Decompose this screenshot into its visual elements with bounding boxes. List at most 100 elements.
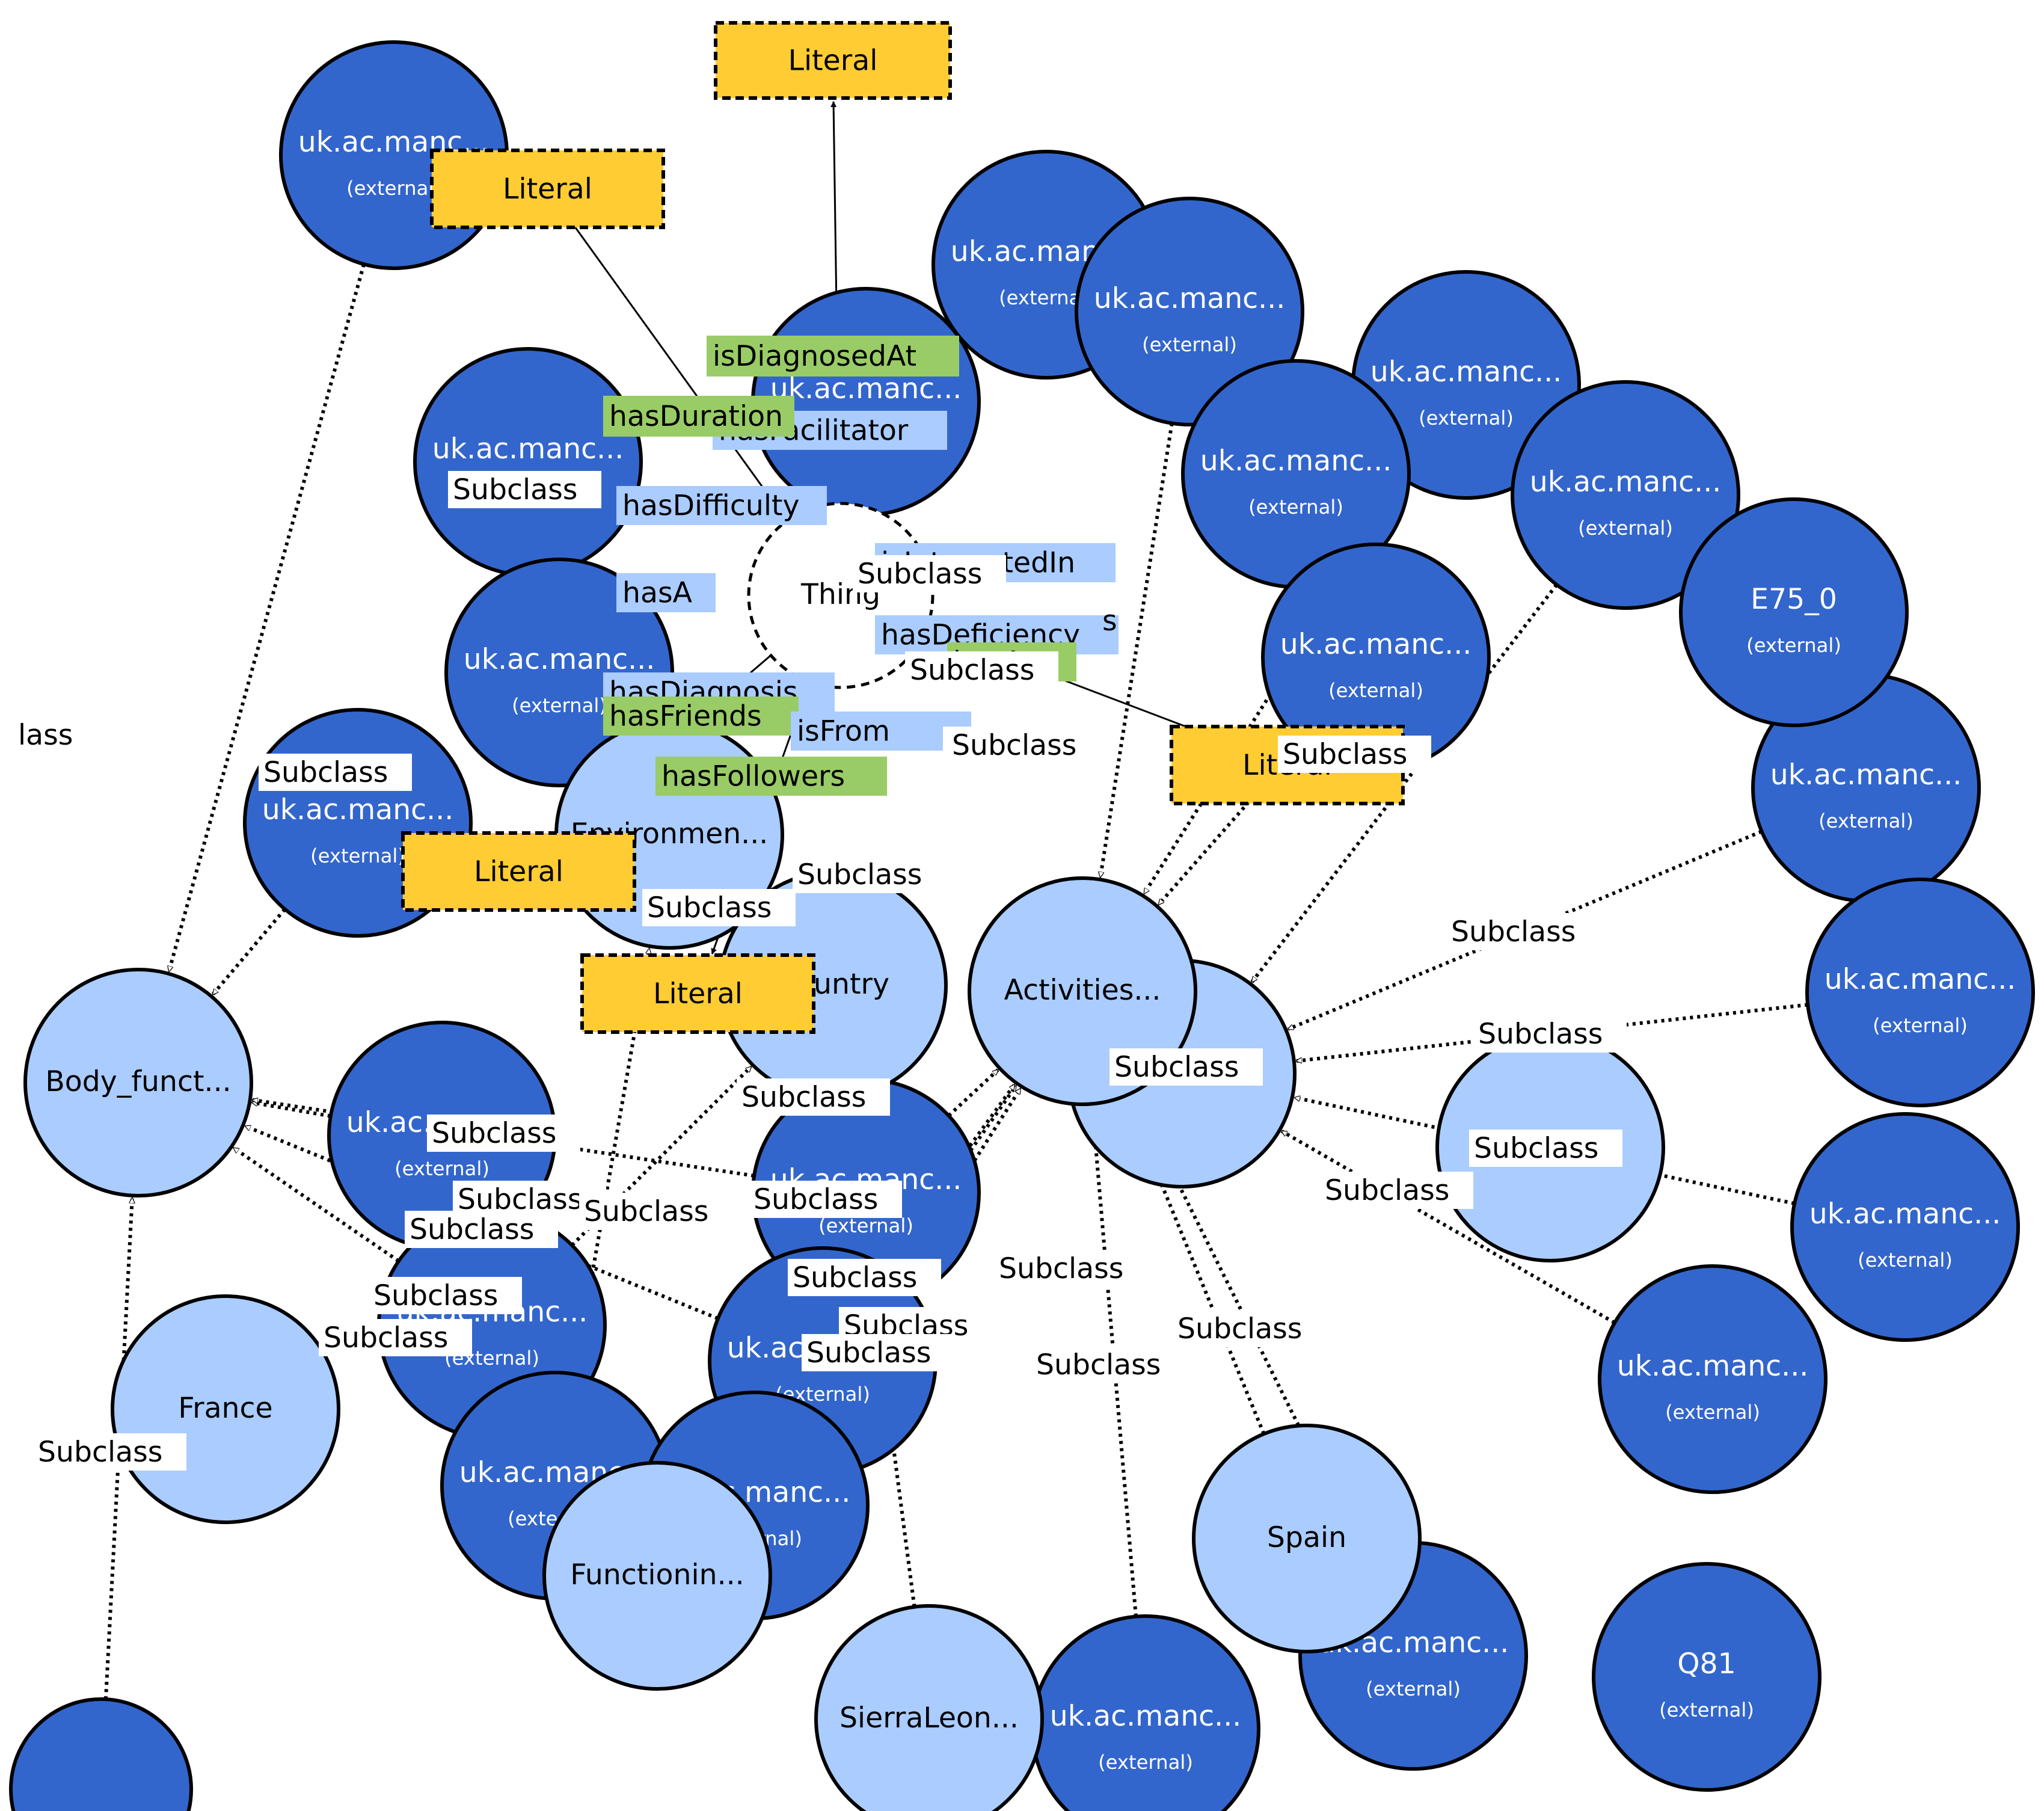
subclass-label-15: Subclass — [749, 1181, 902, 1218]
node-label: France — [178, 1392, 272, 1425]
subclass-label-bg — [1031, 1346, 1185, 1383]
subclass-label-bg — [1469, 1130, 1622, 1167]
node-sublabel: (external) — [394, 1157, 490, 1180]
node-lit_top[interactable]: Literal — [714, 21, 952, 100]
subclass-label-bg — [947, 727, 1100, 764]
node-ext_arc2[interactable]: uk.ac.manc...(external) — [1351, 270, 1581, 500]
node-label: uk.ac.manc... — [1050, 1700, 1242, 1733]
subclass-label-text: Subclass — [793, 1261, 917, 1294]
subclass-label-bg — [749, 1181, 902, 1218]
subclass-edge-4 — [233, 1146, 400, 1263]
subclass-label-bg — [579, 1193, 732, 1230]
node-label: uk.ac.manc... — [1530, 466, 1722, 499]
property-label-hasA[interactable]: hasA — [616, 573, 716, 612]
subclass-label-7: Subclass — [793, 856, 946, 893]
node-france[interactable]: France — [111, 1294, 340, 1524]
node-ext_arc6[interactable]: uk.ac.manc...(external) — [1751, 673, 1981, 903]
node-q81[interactable]: Q81 (external) — [1592, 1562, 1821, 1792]
subclass-label-10: Subclass — [1473, 1015, 1627, 1053]
subclass-label-text: Subclass — [1474, 1132, 1598, 1165]
node-sublabel: (external) — [1328, 679, 1423, 702]
subclass-label-text: Subclass — [373, 1279, 498, 1312]
node-lit_tl[interactable]: Literal — [430, 149, 665, 229]
node-lit_center[interactable]: Literal — [580, 953, 815, 1034]
subclass-label-bg — [1320, 1172, 1473, 1209]
subclass-label-11: Subclass — [1109, 1048, 1263, 1086]
subclass-label-bg — [642, 889, 796, 926]
node-sublabel: (external) — [310, 844, 405, 867]
node-e75[interactable]: E75_0(external) — [1679, 497, 1909, 727]
node-label: Activities... — [1004, 974, 1161, 1007]
subclass-label-text: Subclass — [410, 1213, 534, 1246]
property-label-text: isFrom — [797, 715, 890, 748]
node-activities[interactable]: Activities... — [968, 876, 1197, 1106]
subclass-label-6: Subclass — [259, 754, 412, 791]
subclass-label-26: Subclass — [1173, 1310, 1326, 1347]
node-label: Q81 — [1677, 1647, 1736, 1680]
property-label-text: hasA — [622, 577, 692, 610]
node-ext_left_mid[interactable]: uk.ac.manc...(external) — [413, 347, 643, 577]
subclass-label-text: Subclass — [753, 1183, 878, 1216]
node-ext_arc9[interactable]: uk.ac.manc...(external) — [1598, 1264, 1828, 1494]
node-lit_left[interactable]: Literal — [401, 831, 636, 912]
node-sublabel: (external) — [512, 694, 607, 717]
node-ext_arc3[interactable]: uk.ac.manc...(external) — [1181, 359, 1411, 589]
subclass-label-25: Subclass — [802, 1334, 955, 1371]
external-circle — [1592, 1562, 1821, 1792]
node-sublabel: (external) — [1142, 333, 1237, 356]
subclass-label-text: Subclass — [453, 473, 577, 506]
node-ext_bottom_mid[interactable]: uk.ac.manc...(external) — [1031, 1614, 1260, 1811]
node-ext_arc8[interactable]: uk.ac.manc...(external) — [1790, 1112, 2020, 1342]
subclass-label-bg — [33, 1433, 186, 1471]
node-sublabel: (external) — [1578, 517, 1673, 540]
property-label-hasFollowers[interactable]: hasFollowers — [655, 757, 887, 796]
subclass-label-bg — [788, 1259, 941, 1296]
property-label-bg — [616, 486, 827, 525]
subclass-label-text: Subclass — [952, 729, 1076, 762]
node-label: uk.ac.manc... — [1809, 1198, 2001, 1231]
subclass-label-22: Subclass — [319, 1319, 472, 1356]
class-circle — [814, 1604, 1044, 1811]
property-label-isDiagnosedAt[interactable]: isDiagnosedAt — [707, 336, 959, 377]
subclass-label-bg — [259, 754, 412, 791]
subclass-label-bg — [405, 1211, 558, 1248]
property-edge-2 — [571, 222, 788, 521]
subclass-label-20: Subclass — [788, 1259, 941, 1296]
node-sublabel: (external) — [1659, 1699, 1754, 1721]
node-body_funct[interactable]: Body_funct... — [23, 968, 253, 1198]
subclass-label-text: Subclass — [458, 1183, 582, 1216]
node-ext_arc7[interactable]: uk.ac.manc...(external) — [1805, 878, 2035, 1107]
subclass-edge-8 — [1100, 423, 1174, 878]
edge-label-layer: isDiagnosedAthasFacilitatorhasDurationha… — [18, 336, 1627, 1471]
subclass-label-text: Subclass — [647, 891, 772, 924]
subclass-label-bg — [793, 856, 946, 893]
property-label-hasFriends[interactable]: hasFriends — [603, 696, 799, 736]
node-ext_arc1[interactable]: uk.ac.manc... (external) — [1075, 197, 1304, 426]
node-label: uk.ac.manc... — [1094, 282, 1286, 315]
subclass-label-text: Subclass — [858, 558, 982, 591]
node-spain[interactable]: Spain — [1192, 1424, 1422, 1653]
subclass-edge-2 — [211, 908, 286, 996]
node-label: uk.ac.manc... — [464, 643, 655, 676]
subclass-label-text: Subclass — [797, 858, 922, 891]
node-sublabel: (external) — [1366, 1677, 1461, 1700]
class-circle — [1192, 1424, 1422, 1653]
node-label: uk.ac.manc... — [262, 793, 454, 826]
property-label-isFrom[interactable]: isFrom — [791, 712, 971, 751]
node-ext_arc4[interactable]: uk.ac.manc... (external) — [1511, 380, 1740, 610]
literal-label: Literal — [474, 855, 563, 888]
node-sierraleone[interactable]: SierraLeon... — [814, 1604, 1044, 1811]
node-sublabel: (external) — [1419, 407, 1514, 429]
external-circle — [9, 1697, 193, 1811]
property-label-hasDuration[interactable]: hasDuration — [603, 396, 794, 437]
node-functionin[interactable]: Functionin... — [542, 1461, 772, 1691]
subclass-label-21: Subclass — [369, 1277, 522, 1314]
property-label-bg — [791, 712, 971, 751]
external-circle — [1511, 380, 1740, 610]
subclass-label-bg — [994, 1250, 1147, 1287]
subclass-label-bg — [737, 1078, 890, 1116]
node-label: uk.ac.manc... — [770, 372, 962, 405]
node-ext_corner[interactable] — [9, 1697, 193, 1811]
node-sublabel: (external) — [1818, 810, 1914, 832]
property-label-hasDifficulty[interactable]: hasDifficulty — [616, 486, 827, 525]
